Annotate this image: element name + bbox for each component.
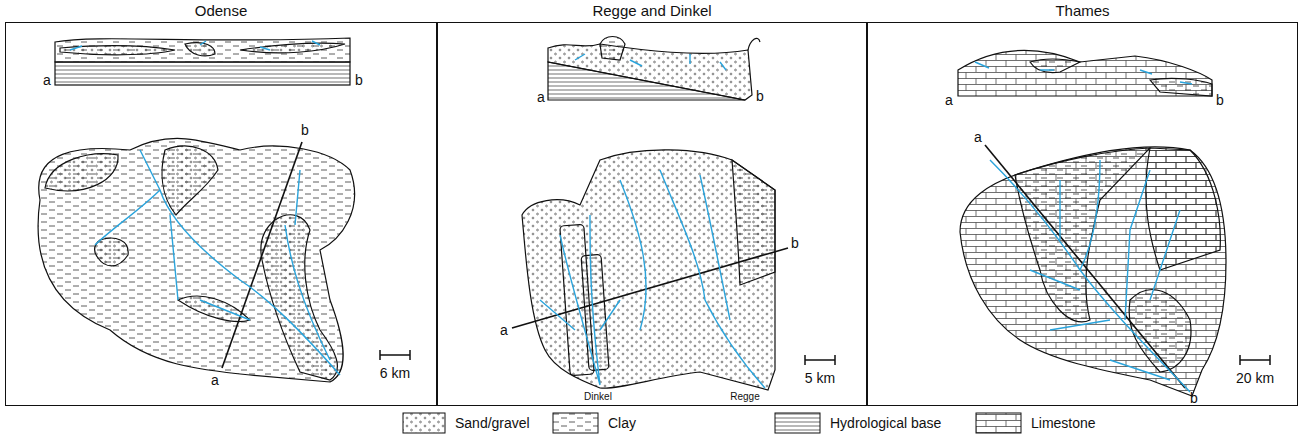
scale-label: 20 km <box>1236 371 1274 385</box>
section-end-label: b <box>756 89 764 103</box>
section-end-label: a <box>537 90 545 104</box>
scale-label: 5 km <box>805 371 835 385</box>
section-end-label: b <box>1190 391 1198 405</box>
section-end-label: b <box>355 73 363 87</box>
panel-frame <box>867 22 1298 406</box>
section-end-label: b <box>1216 93 1224 107</box>
clay-swatch <box>553 413 598 433</box>
legend-text: Hydrological base <box>830 415 941 431</box>
sand-swatch <box>403 413 445 433</box>
legend-text: Clay <box>608 415 636 431</box>
section-end-label: a <box>500 323 508 337</box>
panel-title: Regge and Dinkel <box>437 2 867 19</box>
base-swatch <box>775 413 820 433</box>
limestone-swatch <box>976 413 1021 433</box>
panel-title: Odense <box>5 2 437 19</box>
legend-text: Limestone <box>1031 415 1096 431</box>
panel-title: Thames <box>867 2 1298 19</box>
section-end-label: a <box>43 73 51 87</box>
legend-text: Sand/gravel <box>455 415 530 431</box>
map-panel: Odense <box>5 0 437 406</box>
section-end-label: a <box>974 130 982 144</box>
map-panel: Regge and Dinkel <box>437 0 867 406</box>
panel-frame <box>437 22 867 406</box>
section-end-label: b <box>791 236 799 250</box>
river-name: Regge <box>730 392 759 402</box>
section-end-label: a <box>211 373 219 387</box>
scale-label: 6 km <box>380 366 410 380</box>
section-end-label: a <box>945 93 953 107</box>
section-end-label: b <box>301 123 309 137</box>
panel-frame <box>5 22 437 406</box>
map-panel: Thames <box>867 0 1298 406</box>
river-name: Dinkel <box>584 392 612 402</box>
